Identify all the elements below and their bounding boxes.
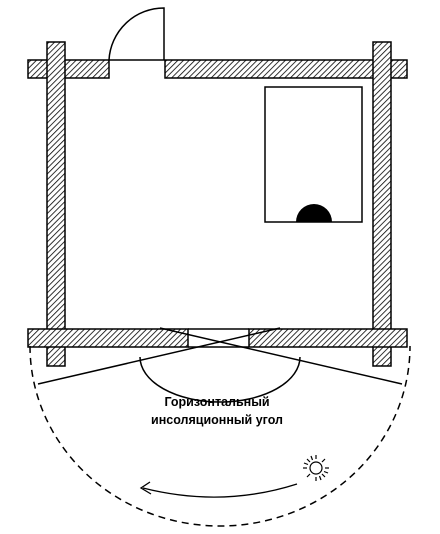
door-swing-arc: [108, 7, 165, 61]
horizon-arc: [29, 345, 411, 527]
walls: [27, 41, 408, 367]
door: [108, 7, 165, 61]
caption-line-1: Горизонтальный: [164, 395, 269, 409]
bed-frame: [264, 86, 363, 223]
arc-arrow-icon: [139, 481, 298, 498]
left-wall: [46, 41, 66, 367]
angle-arc: [139, 356, 301, 403]
bottom-wall-right: [248, 328, 408, 348]
top-wall-right: [164, 59, 408, 79]
right-wall: [372, 41, 392, 367]
bottom-wall-left: [27, 328, 189, 348]
sun-icon: [303, 455, 329, 481]
angle-line-right: [159, 327, 403, 385]
angle-line-left: [37, 327, 281, 385]
pillow-icon: [296, 204, 332, 222]
angle-lines: [37, 327, 403, 385]
caption-line-2: инсоляционный угол: [151, 413, 283, 427]
top-wall-left: [27, 59, 110, 79]
bed: [264, 86, 363, 223]
